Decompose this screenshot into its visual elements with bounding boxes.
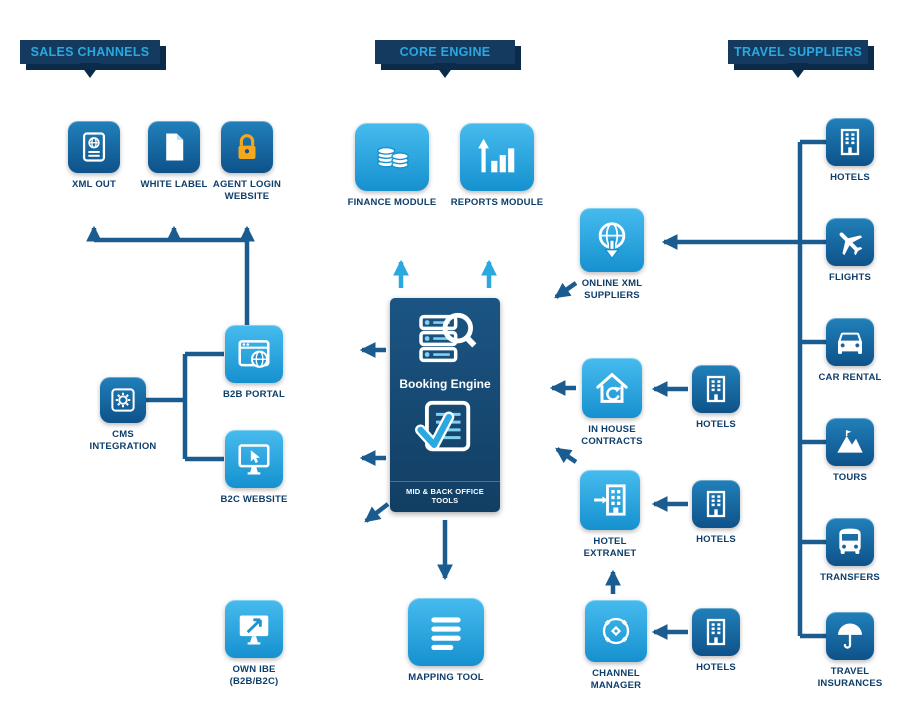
xml-out-node: XML OUT bbox=[54, 121, 134, 191]
building-windows-icon bbox=[692, 608, 740, 656]
blank-page-icon bbox=[148, 121, 200, 173]
b2c-website-label: B2C WEBSITE bbox=[220, 494, 288, 505]
globe-download-icon bbox=[580, 208, 644, 272]
bar-chart-arrow-icon bbox=[460, 123, 534, 191]
car-rental-label: CAR RENTAL bbox=[818, 372, 882, 383]
checklist-document-icon bbox=[414, 395, 476, 462]
finance-module-label: FINANCE MODULE bbox=[347, 197, 437, 208]
hotels-label-1: HOTELS bbox=[696, 419, 736, 430]
online-xml-suppliers-node: ONLINE XML SUPPLIERS bbox=[574, 208, 650, 302]
booking-engine-title: Booking Engine bbox=[399, 377, 491, 391]
travel-suppliers-banner: TRAVEL SUPPLIERS bbox=[728, 40, 868, 78]
monitor-arrow-icon bbox=[225, 600, 283, 658]
agent-login-node: AGENT LOGIN WEBSITE bbox=[207, 121, 287, 203]
network-hub-icon bbox=[585, 600, 647, 662]
car-rental-node: CAR RENTAL bbox=[812, 318, 888, 384]
server-search-icon bbox=[413, 306, 477, 375]
channel-manager-label: CHANNEL MANAGER bbox=[590, 668, 642, 691]
house-refresh-icon bbox=[582, 358, 642, 418]
travel-insurances-label: TRAVEL INSURANCES bbox=[817, 666, 883, 689]
tours-label: TOURS bbox=[832, 472, 868, 483]
connector-lines bbox=[94, 139, 826, 639]
in-house-contracts-node: IN HOUSE CONTRACTS bbox=[577, 358, 647, 448]
mapping-tool-node: MAPPING TOOL bbox=[400, 598, 492, 684]
hotel-extranet-node: HOTEL EXTRANET bbox=[577, 470, 643, 560]
coin-stack-icon bbox=[355, 123, 429, 191]
flow-arrows-light bbox=[393, 259, 497, 288]
hotels-label-2: HOTELS bbox=[696, 534, 736, 545]
mapping-tool-label: MAPPING TOOL bbox=[408, 672, 484, 683]
sales-channels-banner: SALES CHANNELS bbox=[20, 40, 160, 78]
hotel-extranet-label: HOTEL EXTRANET bbox=[583, 536, 637, 559]
building-windows-icon bbox=[692, 480, 740, 528]
own-ibe-node: OWN IBE (B2B/B2C) bbox=[214, 600, 294, 688]
own-ibe-label: OWN IBE (B2B/B2C) bbox=[229, 664, 279, 687]
hotels-label-3: HOTELS bbox=[696, 662, 736, 673]
flow-arrows-dark bbox=[86, 225, 798, 640]
transfers-node: TRANSFERS bbox=[812, 518, 888, 584]
travel-insurances-node: TRAVEL INSURANCES bbox=[812, 612, 888, 690]
bus-icon bbox=[826, 518, 874, 566]
hotels-supplier-label: HOTELS bbox=[830, 172, 870, 183]
white-label-label: WHITE LABEL bbox=[140, 179, 208, 190]
core-engine-banner: CORE ENGINE bbox=[375, 40, 515, 78]
cms-integration-label: CMS INTEGRATION bbox=[89, 429, 157, 452]
hotels-node-3: HOTELS bbox=[686, 608, 746, 674]
hotels-node-2: HOTELS bbox=[686, 480, 746, 546]
white-label-node: WHITE LABEL bbox=[134, 121, 214, 191]
mountain-flag-icon bbox=[826, 418, 874, 466]
reports-module-label: REPORTS MODULE bbox=[450, 197, 544, 208]
flights-node: FLIGHTS bbox=[812, 218, 888, 284]
hotels-node-1: HOTELS bbox=[686, 365, 746, 431]
umbrella-icon bbox=[826, 612, 874, 660]
list-lines-icon bbox=[408, 598, 484, 666]
booking-engine: Booking Engine MID & BACK OFFICE TOOLS bbox=[390, 298, 500, 512]
passport-document-icon bbox=[68, 121, 120, 173]
online-xml-suppliers-label: ONLINE XML SUPPLIERS bbox=[581, 278, 643, 301]
channel-manager-node: CHANNEL MANAGER bbox=[583, 600, 649, 692]
tours-node: TOURS bbox=[812, 418, 888, 484]
xml-out-label: XML OUT bbox=[72, 179, 116, 190]
in-house-contracts-label: IN HOUSE CONTRACTS bbox=[581, 424, 643, 447]
cms-integration-node: CMS INTEGRATION bbox=[83, 377, 163, 453]
airplane-icon bbox=[826, 218, 874, 266]
b2b-portal-label: B2B PORTAL bbox=[223, 389, 285, 400]
building-enter-icon bbox=[580, 470, 640, 530]
mid-back-office-label: MID & BACK OFFICE TOOLS bbox=[390, 481, 500, 512]
monitor-cursor-icon bbox=[225, 430, 283, 488]
building-windows-icon bbox=[826, 118, 874, 166]
padlock-icon bbox=[221, 121, 273, 173]
flights-label: FLIGHTS bbox=[828, 272, 872, 283]
building-windows-icon bbox=[692, 365, 740, 413]
reports-module-node: REPORTS MODULE bbox=[447, 123, 547, 209]
gear-window-icon bbox=[100, 377, 146, 423]
car-icon bbox=[826, 318, 874, 366]
hotels-supplier-node: HOTELS bbox=[812, 118, 888, 184]
transfers-label: TRANSFERS bbox=[820, 572, 880, 583]
finance-module-node: FINANCE MODULE bbox=[342, 123, 442, 209]
b2b-portal-node: B2B PORTAL bbox=[214, 325, 294, 401]
b2c-website-node: B2C WEBSITE bbox=[214, 430, 294, 506]
agent-login-label: AGENT LOGIN WEBSITE bbox=[212, 179, 282, 202]
browser-globe-icon bbox=[225, 325, 283, 383]
